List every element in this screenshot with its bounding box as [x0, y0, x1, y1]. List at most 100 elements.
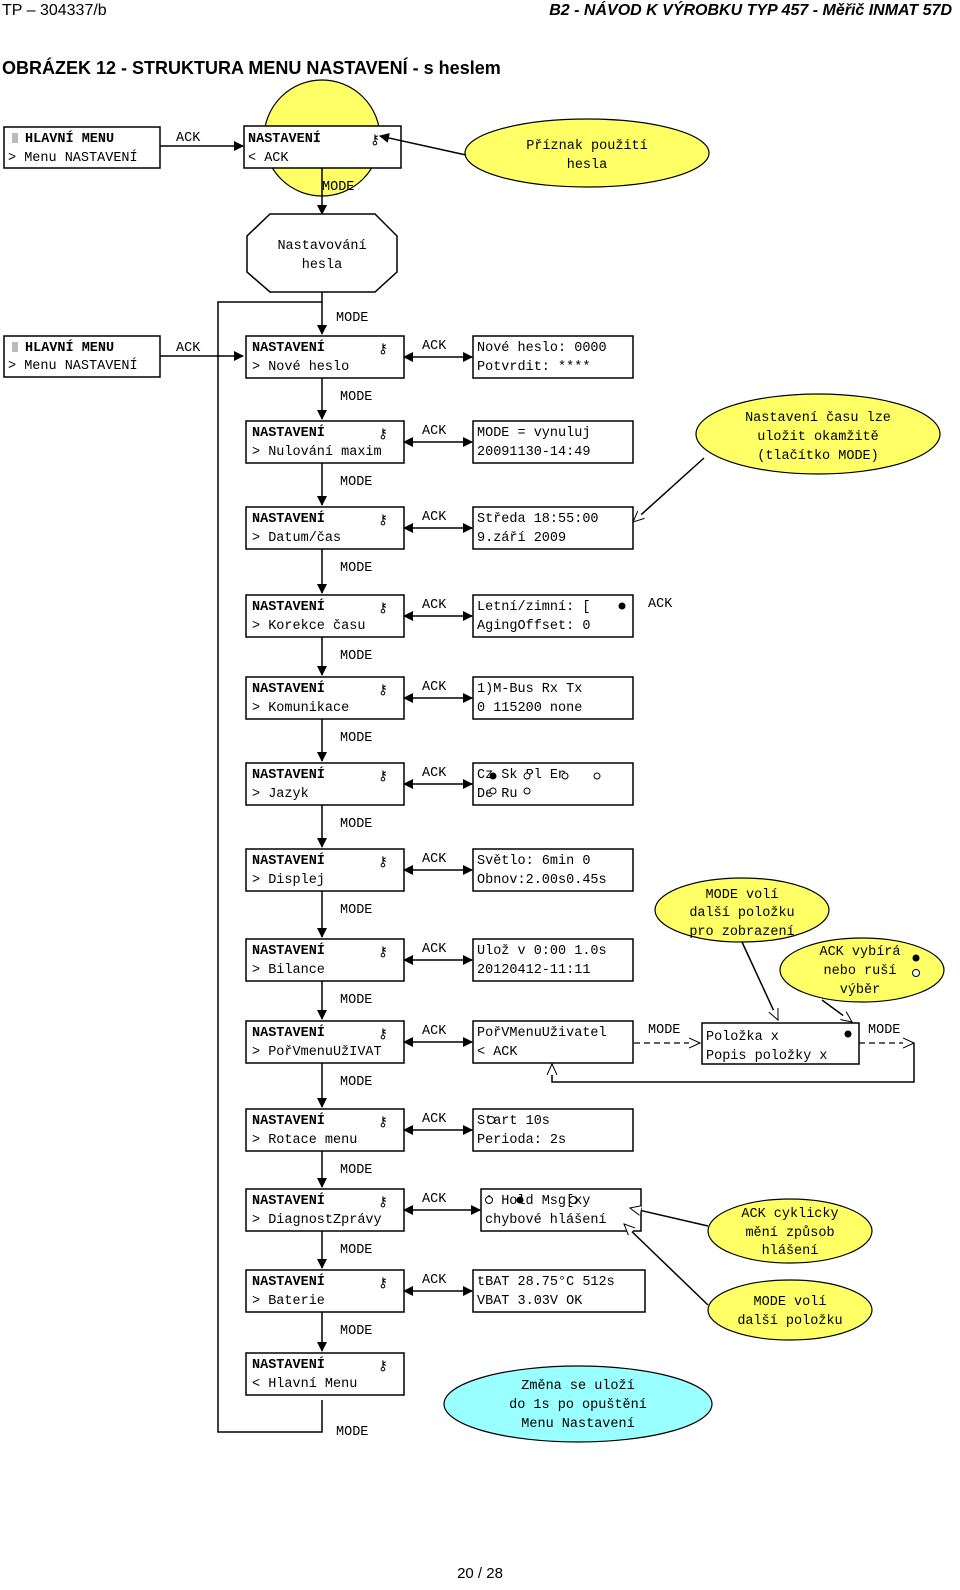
bubble-mode-next-line1: MODE volí: [754, 1295, 827, 1310]
unchecked-dot-icon: [523, 787, 531, 795]
unchecked-dot-icon: [569, 1196, 577, 1204]
ack-label: ACK: [648, 597, 673, 612]
main-menu-item: > Menu NASTAVENÍ: [8, 358, 138, 374]
detail-line1: tBAT 28.75°C 512s: [477, 1275, 615, 1290]
ack-label: ACK: [176, 131, 201, 146]
bubble-mode-next: [707, 1279, 873, 1341]
detail-line1: Letní/zimní: [: [477, 600, 590, 615]
detail-line2: De Ru: [477, 787, 518, 802]
menu-item-title: NASTAVENÍ: [252, 425, 325, 441]
password-node-line2: hesla: [302, 258, 343, 273]
menu-item-title: NASTAVENÍ: [252, 511, 325, 527]
detail-box: [472, 506, 634, 550]
mode-label: MODE: [336, 311, 368, 326]
menu-item-box: [245, 1108, 405, 1152]
menu-item-title: NASTAVENÍ: [252, 681, 325, 697]
unchecked-dot-icon: [912, 969, 920, 977]
ack-label: ACK: [422, 942, 447, 957]
ack-label: ACK: [176, 341, 201, 356]
key-icon: ⚷: [378, 856, 388, 871]
menu-item-label: > Rotace menu: [252, 1133, 357, 1148]
menu-item-box: [245, 762, 405, 806]
unchecked-dot-icon: [593, 772, 601, 780]
menu-item-box: [245, 506, 405, 550]
menu-item-label: > Nulování maxim: [252, 445, 382, 460]
menu-item-label: > Baterie: [252, 1294, 325, 1309]
ack-label: ACK: [422, 424, 447, 439]
menu-item-box: [245, 594, 405, 638]
key-icon: ⚷: [378, 1116, 388, 1131]
mode-label: MODE: [340, 903, 372, 918]
mode-label: MODE: [340, 1324, 372, 1339]
detail-box: [472, 676, 634, 720]
bubble-ack-cycle-line1: ACK cyklicky: [741, 1207, 838, 1222]
detail-line1: Cz Sk Pl En: [477, 768, 566, 783]
detail-line2: Potvrdit: ****: [477, 360, 590, 375]
bubble-ack-cycle-line2: mění způsob: [745, 1226, 834, 1241]
bubble-password-flag: [464, 118, 710, 188]
detail-box: [472, 594, 634, 638]
key-icon: ⚷: [378, 514, 388, 529]
unchecked-dot-icon: [485, 1196, 493, 1204]
detail-line1: Středa 18:55:00: [477, 512, 599, 527]
mode-label: MODE: [336, 1425, 368, 1440]
figure-title: OBRÁZEK 12 - STRUKTURA MENU NASTAVENÍ - …: [2, 58, 501, 78]
detail-line1: Nové heslo: 0000: [477, 341, 607, 356]
mode-label: MODE: [340, 993, 372, 1008]
main-menu-item: > Menu NASTAVENÍ: [8, 150, 138, 166]
bubble-ack-cycle-line3: hlášení: [762, 1244, 819, 1259]
menu-item-box: [245, 848, 405, 892]
mode-label: MODE: [322, 180, 354, 195]
key-icon: ⚷: [378, 1360, 388, 1375]
menu-item-label: > Bilance: [252, 963, 325, 978]
menu-item-label: > Komunikace: [252, 701, 349, 716]
ack-label: ACK: [422, 852, 447, 867]
detail-box: [472, 335, 634, 379]
bubble-mode-next-display-line1: MODE volí: [706, 888, 779, 903]
unchecked-dot-icon: [489, 787, 497, 795]
menu-item-title: NASTAVENÍ: [252, 599, 325, 615]
detail-box: [472, 848, 634, 892]
lcd-cursor-icon: [12, 133, 18, 143]
detail-box: [472, 1269, 646, 1313]
menu-item-title: NASTAVENÍ: [252, 340, 325, 356]
mode-label: MODE: [340, 1243, 372, 1258]
menu-item-title: NASTAVENÍ: [252, 767, 325, 783]
detail-line1: MODE = vynuluj: [477, 426, 590, 441]
mode-label: MODE: [868, 1023, 900, 1038]
user-item-line1: Položka x: [706, 1030, 779, 1045]
detail-box: [480, 1188, 642, 1232]
key-icon: ⚷: [378, 946, 388, 961]
menu-item-title: NASTAVENÍ: [252, 853, 325, 869]
unchecked-dot-icon: [487, 1116, 495, 1124]
unchecked-dot-icon: [523, 772, 531, 780]
mode-label: MODE: [340, 731, 372, 746]
bubble-save-note: [443, 1365, 713, 1443]
bubble-time-save-line3: (tlačítko MODE): [757, 449, 879, 464]
bubble-ack-select: [779, 937, 945, 1003]
bubble-save-note-line3: Menu Nastavení: [521, 1417, 634, 1432]
main-menu-box-top: [3, 126, 161, 169]
key-icon: ⚷: [370, 134, 380, 149]
password-node-line1: Nastavování: [277, 239, 366, 254]
unchecked-dot-icon: [561, 772, 569, 780]
mode-label: MODE: [340, 561, 372, 576]
detail-line1: ! Hold Msg[xy: [485, 1194, 590, 1209]
bubble-password-flag-line2: hesla: [567, 158, 608, 173]
detail-line1: Světlo: 6min 0: [477, 854, 590, 869]
menu-item-title: NASTAVENÍ: [252, 943, 325, 959]
ack-label: ACK: [422, 680, 447, 695]
bubble-password-flag-line1: Příznak použití: [526, 139, 648, 154]
menu-item-box: [245, 938, 405, 982]
detail-line1: Ulož v 0:00 1.0s: [477, 944, 607, 959]
detail-box: [472, 420, 634, 464]
checked-dot-icon: [489, 772, 497, 780]
key-icon: ⚷: [378, 684, 388, 699]
detail-box: [472, 1108, 634, 1152]
header-doc-number: TP – 304337/b: [2, 2, 107, 19]
password-entry-item: < ACK: [248, 151, 289, 166]
lcd-cursor-icon: [12, 342, 18, 352]
ack-label: ACK: [422, 339, 447, 354]
key-icon: ⚷: [378, 428, 388, 443]
menu-item-label: > DiagnostZprávy: [252, 1213, 382, 1228]
